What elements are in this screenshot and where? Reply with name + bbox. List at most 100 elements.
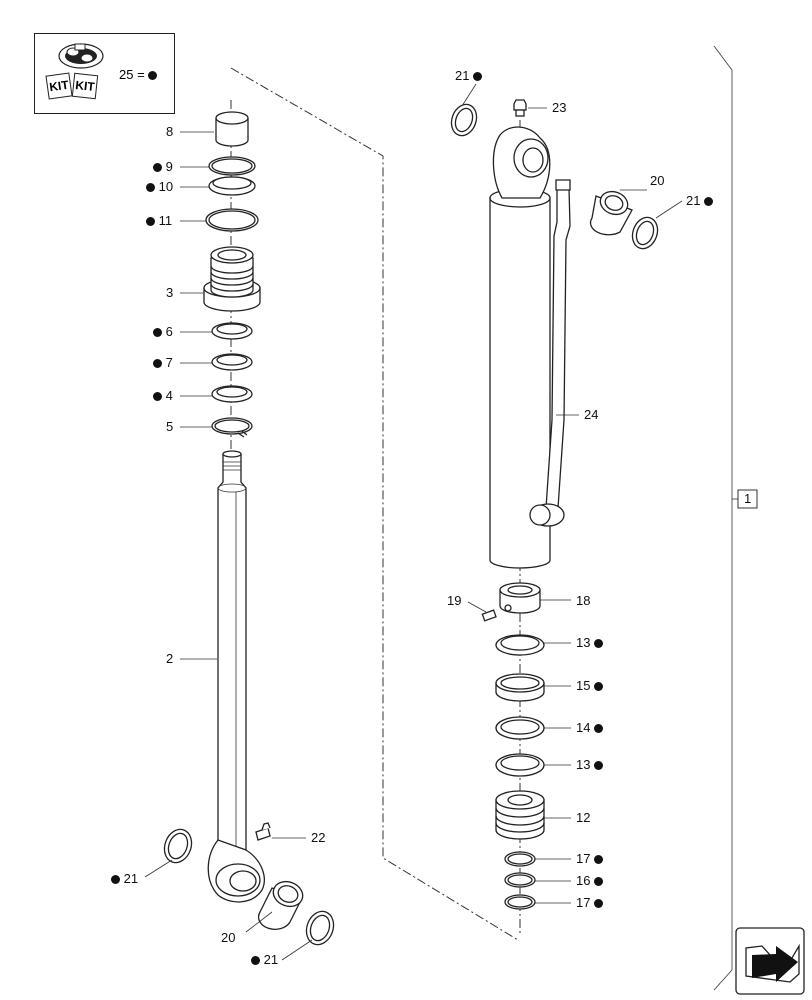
kit-bullet-icon bbox=[594, 855, 604, 865]
part-17-ring-upper bbox=[504, 851, 536, 867]
callout-21-top: 21 bbox=[455, 68, 483, 83]
callout-21-left: 21 bbox=[111, 872, 138, 886]
callout-21-top-text: 21 bbox=[455, 68, 470, 83]
part-10-ring bbox=[208, 176, 256, 196]
callout-21-bottom-text: 21 bbox=[263, 952, 279, 967]
kit-bullet-icon bbox=[704, 197, 714, 207]
next-page-arrow-icon bbox=[735, 927, 805, 995]
group-bracket bbox=[713, 45, 733, 991]
callout-18: 18 bbox=[576, 593, 591, 608]
kit-bullet-icon bbox=[153, 392, 162, 402]
part-21-wiper-bottom bbox=[305, 910, 335, 946]
callout-8: 8 bbox=[166, 124, 174, 139]
callout-13-lower-text: 13 bbox=[576, 757, 591, 772]
part-5-snap-ring bbox=[211, 417, 253, 438]
kit-reference-text: 25 = bbox=[119, 67, 145, 82]
callout-22: 22 bbox=[311, 830, 326, 845]
kit-reference: 25 = bbox=[119, 67, 158, 82]
callout-4: 4 bbox=[153, 389, 173, 403]
callout-16: 16 bbox=[576, 873, 604, 888]
part-6-seal bbox=[211, 322, 253, 340]
kit-bullet-icon bbox=[594, 682, 604, 692]
part-1-cylinder-tube bbox=[489, 126, 571, 569]
part-4-seal bbox=[211, 385, 253, 403]
callout-21-right: 21 bbox=[686, 193, 714, 208]
part-7-seal bbox=[211, 353, 253, 371]
callout-24: 24 bbox=[584, 407, 599, 422]
kit-bullet-icon bbox=[153, 328, 162, 338]
callout-4-text: 4 bbox=[165, 388, 173, 403]
kit-bullet-icon bbox=[148, 71, 158, 81]
callout-14: 14 bbox=[576, 720, 604, 735]
callout-1: 1 bbox=[744, 491, 752, 506]
callout-6-text: 6 bbox=[165, 324, 173, 339]
kit-bullet-icon bbox=[153, 163, 162, 173]
part-21-wiper-left-lower bbox=[163, 828, 193, 864]
part-15-ring bbox=[495, 673, 545, 702]
part-14-ring bbox=[495, 716, 545, 740]
kit-bullet-icon bbox=[146, 217, 155, 227]
callout-9-text: 9 bbox=[165, 159, 173, 174]
part-23-grease-nipple bbox=[513, 99, 527, 117]
part-11-oring bbox=[205, 208, 259, 232]
callout-11: 11 bbox=[146, 214, 172, 228]
callout-15-text: 15 bbox=[576, 678, 591, 693]
kit-bullet-icon bbox=[251, 956, 260, 966]
part-21-wiper-top bbox=[450, 103, 478, 137]
part-21-wiper-right bbox=[631, 216, 659, 250]
part-3-gland bbox=[203, 246, 261, 312]
part-9-oring bbox=[208, 156, 256, 176]
callout-15: 15 bbox=[576, 678, 604, 693]
part-12-piston bbox=[495, 790, 545, 840]
callout-17-upper-text: 17 bbox=[576, 851, 591, 866]
callout-12: 12 bbox=[576, 810, 591, 825]
kit-word-left: KIT bbox=[45, 72, 73, 100]
assembly-line-left bbox=[230, 67, 519, 941]
callout-7-text: 7 bbox=[165, 355, 173, 370]
callout-14-text: 14 bbox=[576, 720, 591, 735]
part-20-bushing-left bbox=[257, 880, 304, 930]
part-2-piston-rod bbox=[207, 450, 265, 903]
kit-bullet-icon bbox=[153, 359, 162, 369]
callout-5: 5 bbox=[166, 419, 174, 434]
leader-lines bbox=[144, 83, 738, 961]
callout-2: 2 bbox=[166, 651, 174, 666]
callout-13-upper-text: 13 bbox=[576, 635, 591, 650]
kit-bullet-icon bbox=[473, 72, 483, 82]
callout-21-bottom: 21 bbox=[251, 953, 278, 967]
kit-bullet-icon bbox=[594, 899, 604, 909]
callout-9: 9 bbox=[153, 160, 173, 174]
part-1-label-box bbox=[737, 489, 758, 509]
part-18-nut bbox=[499, 582, 541, 614]
callout-23: 23 bbox=[552, 100, 567, 115]
callout-13-upper: 13 bbox=[576, 635, 604, 650]
callout-19: 19 bbox=[447, 593, 462, 608]
callout-10: 10 bbox=[146, 180, 173, 194]
part-19-set-screw bbox=[481, 609, 497, 622]
kit-parts-icon bbox=[58, 43, 104, 69]
kit-bullet-icon bbox=[594, 639, 604, 649]
callout-21-left-text: 21 bbox=[123, 871, 139, 886]
part-13-ring-lower bbox=[495, 753, 545, 777]
callout-17-lower: 17 bbox=[576, 895, 604, 910]
callout-11-text: 11 bbox=[158, 213, 173, 228]
callout-17-upper: 17 bbox=[576, 851, 604, 866]
part-20-bushing-right bbox=[589, 190, 633, 236]
part-16-oring bbox=[504, 872, 536, 888]
callout-20-right: 20 bbox=[650, 173, 665, 188]
callout-16-text: 16 bbox=[576, 873, 591, 888]
kit-box: KIT KIT 25 = bbox=[34, 33, 175, 114]
part-8-bushing bbox=[215, 111, 249, 147]
callout-13-lower: 13 bbox=[576, 757, 604, 772]
callout-21-right-text: 21 bbox=[686, 193, 701, 208]
part-13-ring-upper bbox=[495, 634, 545, 656]
callout-17-lower-text: 17 bbox=[576, 895, 591, 910]
kit-bullet-icon bbox=[111, 875, 120, 885]
kit-bullet-icon bbox=[594, 877, 604, 887]
kit-bullet-icon bbox=[594, 724, 604, 734]
kit-word-right: KIT bbox=[71, 72, 99, 100]
part-17-ring-lower bbox=[504, 894, 536, 910]
kit-bullet-icon bbox=[594, 761, 604, 771]
callout-20-left: 20 bbox=[221, 930, 236, 945]
